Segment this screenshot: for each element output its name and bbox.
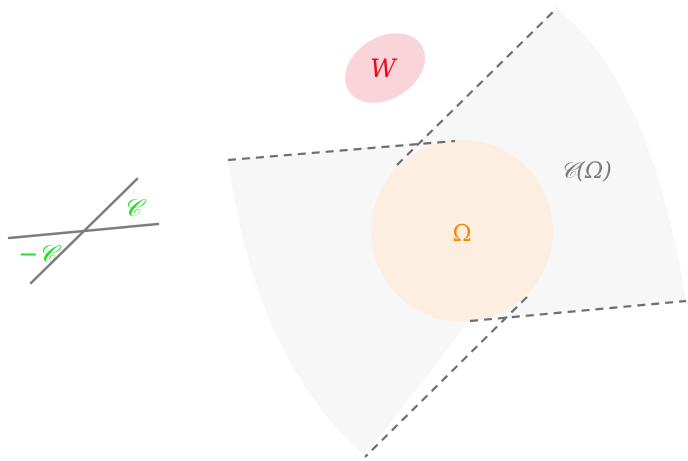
upper-right-boundary [396,7,558,166]
omega-disk [371,140,553,322]
shallow-line [7,222,160,240]
cross-lines [7,177,160,285]
cone-label: 𝒞(Ω) [560,159,611,184]
lower-left-boundary [364,296,528,458]
w-ellipse [345,33,425,103]
w-label: W [370,54,398,83]
c-label: 𝒞 [123,194,147,222]
omega-label: Ω [452,221,471,247]
cone-boundary [227,7,687,458]
neg-c-label: −𝒞 [18,240,62,268]
